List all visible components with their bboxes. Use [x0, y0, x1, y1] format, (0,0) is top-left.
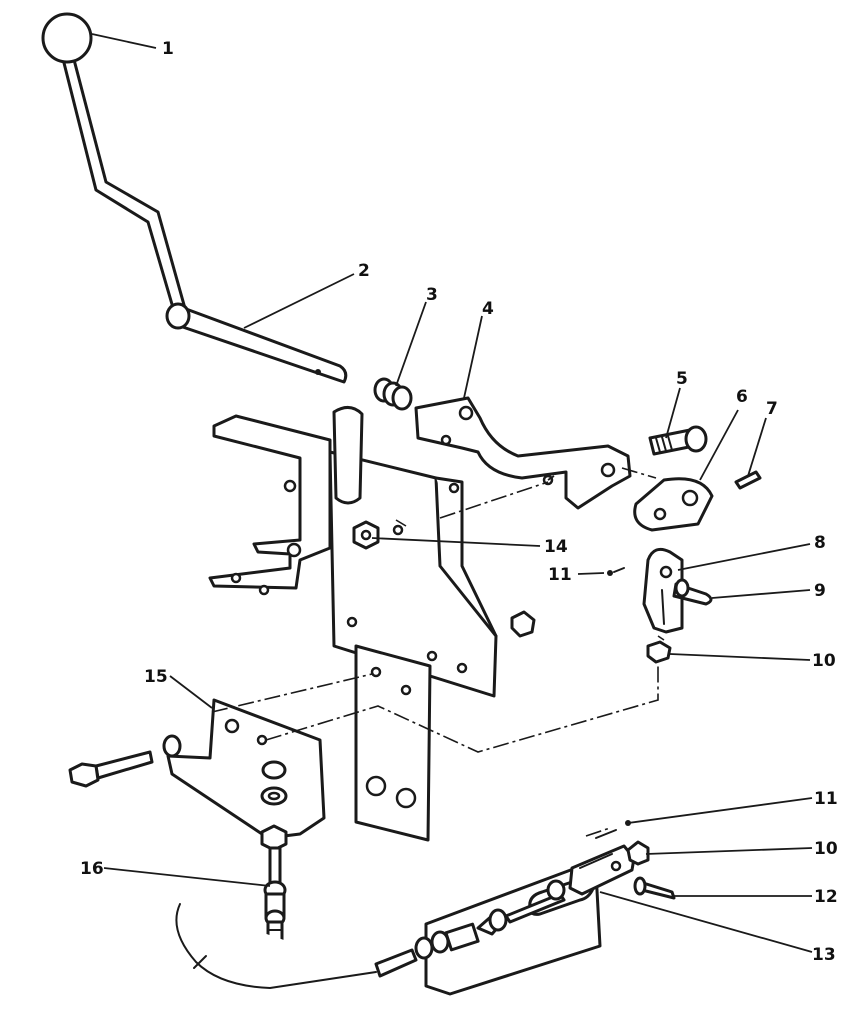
callout-14: 14 — [544, 537, 568, 557]
shift-shaft — [172, 304, 348, 384]
leader-lines — [91, 33, 813, 953]
alignment-lines — [211, 467, 665, 837]
callout-4: 4 — [482, 299, 494, 319]
cable-bracket-15 — [68, 698, 326, 852]
pivot-plate — [633, 477, 714, 532]
callout-7: 7 — [766, 399, 778, 419]
bolt-5 — [648, 425, 708, 456]
callout-8: 8 — [814, 533, 826, 553]
shift-bracket-body — [414, 396, 632, 510]
callout-6: 6 — [736, 387, 748, 407]
lever-knob — [41, 12, 93, 64]
callout-15: 15 — [144, 667, 168, 687]
shift-bracket — [414, 396, 632, 510]
upright-post — [332, 406, 364, 505]
callout-labels: 1 2 3 4 5 6 7 8 9 10 11 14 15 16 11 10 1… — [80, 39, 838, 965]
callout-13: 13 — [812, 945, 836, 965]
callout-9: 9 — [814, 581, 826, 601]
callout-11: 11 — [548, 565, 572, 585]
shift-lever-assembly — [41, 12, 348, 384]
nut-10 — [646, 640, 672, 664]
callout-2: 2 — [358, 261, 370, 281]
callout-5: 5 — [676, 369, 688, 389]
callout-3: 3 — [426, 285, 438, 305]
nut-10b — [626, 840, 650, 866]
shaft-collar — [165, 302, 191, 330]
hex-bolt — [94, 750, 154, 780]
callout-1: 1 — [162, 39, 174, 59]
callout-11b: 11 — [814, 789, 838, 809]
roll-pin — [734, 470, 762, 490]
spring — [373, 377, 413, 411]
cable-bracket-body — [166, 698, 326, 840]
callout-16: 16 — [80, 859, 104, 879]
lower-cable-assembly — [175, 820, 676, 996]
frame-lower-strap — [354, 644, 432, 842]
lever-handle-rod — [60, 50, 188, 320]
callout-12: 12 — [814, 887, 838, 907]
callout-10b: 10 — [814, 839, 838, 859]
callout-10: 10 — [812, 651, 836, 671]
channel-bracket — [208, 414, 332, 590]
yoke-13 — [568, 844, 636, 896]
clevis-assembly — [607, 547, 713, 664]
main-frame — [208, 406, 536, 842]
